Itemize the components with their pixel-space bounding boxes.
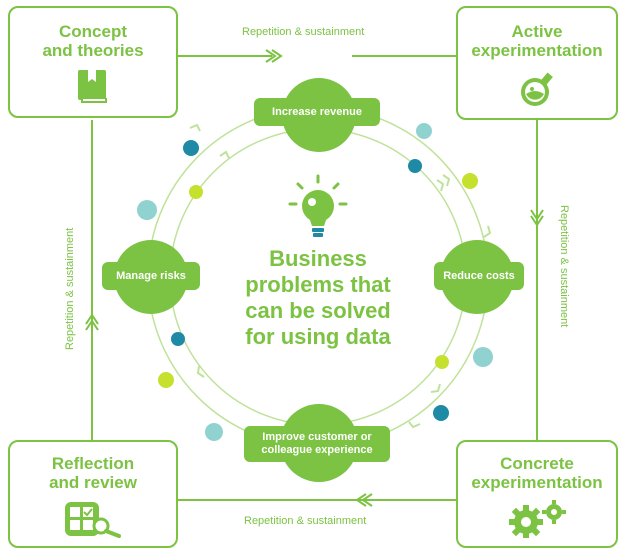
center-title: Business problems that can be solved for… [245,246,391,349]
flask-icon [521,72,553,106]
right-arrowhead [530,209,544,227]
improve-experience-label: Improve customer or colleague experience [244,426,390,462]
bottom-arrowhead [355,493,373,507]
active-box: Active experimentation [456,6,618,120]
increase-revenue-label: Increase revenue [254,98,380,126]
manage-risks-label: Manage risks [102,262,200,290]
concrete-title: Concrete experimentation [471,454,603,492]
lightbulb-icon [288,174,348,237]
concept-box: Concept and theories [8,6,178,118]
concrete-box: Concrete experimentation [456,440,618,548]
top-arrowhead [265,49,283,63]
book-icon [78,70,107,103]
edge-label-top: Repetition & sustainment [242,26,365,38]
reflection-box: Reflection and review [8,440,178,548]
gears-icon [509,500,566,538]
cycle-dots [137,123,493,441]
reduce-costs-label: Reduce costs [434,262,524,290]
concept-title: Concept and theories [42,22,144,60]
checklist-search-icon [65,502,121,538]
left-arrowhead [85,313,99,331]
edge-label-bottom: Repetition & sustainment [244,515,367,527]
active-title: Active experimentation [471,22,603,60]
edge-label-right: Repetition & sustainment [558,205,570,328]
reflection-title: Reflection and review [49,454,137,492]
edge-label-left: Repetition & sustainment [64,227,76,350]
